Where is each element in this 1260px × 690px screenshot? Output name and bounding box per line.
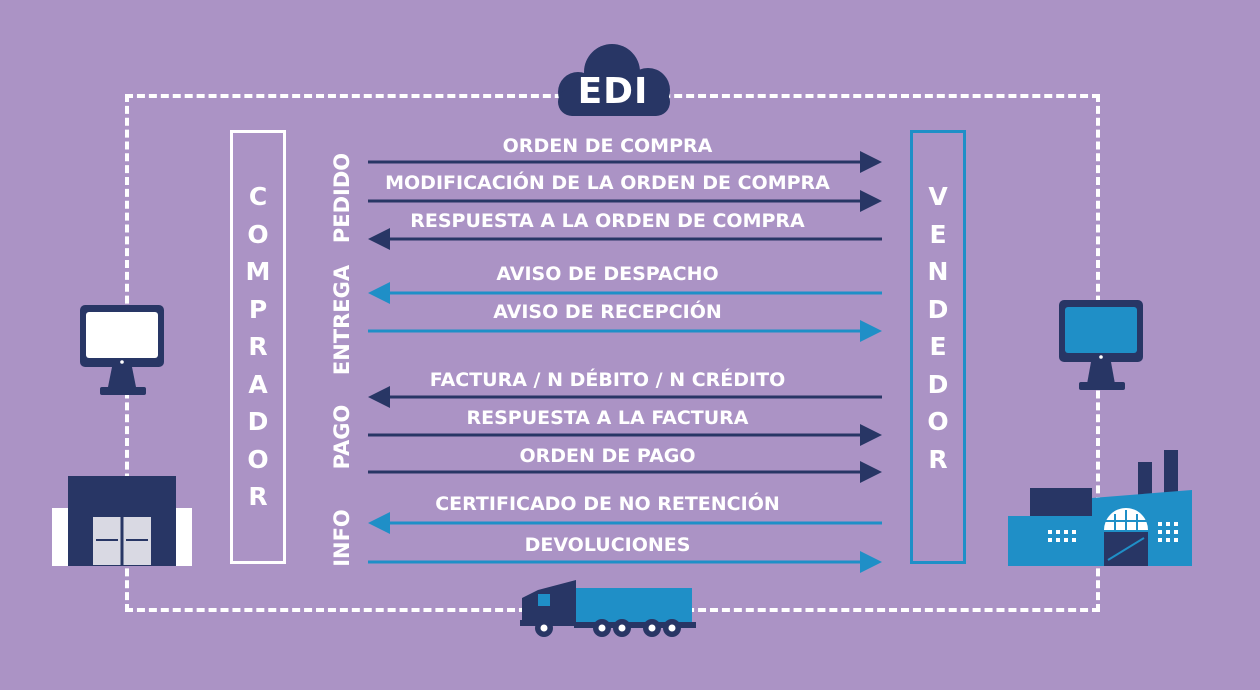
message-label: MODIFICACIÓN DE LA ORDEN DE COMPRA: [385, 172, 830, 194]
message-arrow: [368, 512, 882, 534]
message-label: RESPUESTA A LA ORDEN DE COMPRA: [410, 210, 805, 232]
seller-letter: D: [927, 294, 949, 324]
message-arrow: [368, 190, 882, 212]
message-arrow: [368, 228, 882, 250]
message-arrow-head: [860, 151, 882, 173]
message-arrow-head: [860, 190, 882, 212]
message-arrow: [368, 320, 882, 342]
message-arrow-head: [368, 282, 390, 304]
warehouse-icon: [52, 476, 192, 566]
buyer-letter: C: [248, 182, 268, 211]
message-arrow: [368, 151, 882, 173]
edi-label: EDI: [577, 71, 649, 112]
computer-icon: [1059, 300, 1143, 390]
buyer-letter: R: [248, 482, 268, 511]
message-arrow: [368, 424, 882, 446]
message-arrow: [368, 282, 882, 304]
message-arrow: [368, 461, 882, 483]
message-label: ORDEN DE PAGO: [519, 445, 696, 467]
message-arrow: [368, 551, 882, 573]
buyer-letter: P: [248, 294, 268, 324]
buyer-box: C O M P R A D O R: [230, 130, 286, 564]
buyer-letter: O: [247, 219, 269, 249]
buyer-letter: O: [247, 444, 269, 474]
message-label: AVISO DE DESPACHO: [496, 263, 719, 285]
message-arrow-head: [368, 512, 390, 534]
message-label: AVISO DE RECEPCIÓN: [493, 301, 722, 323]
seller-letter: E: [929, 332, 947, 361]
message-arrow-head: [860, 551, 882, 573]
seller-letter: O: [927, 407, 949, 436]
seller-letter: E: [929, 219, 947, 249]
buyer-letter: R: [248, 332, 268, 361]
message-label: RESPUESTA A LA FACTURA: [466, 407, 749, 429]
message-label: CERTIFICADO DE NO RETENCIÓN: [435, 493, 780, 515]
seller-letter: R: [928, 444, 948, 474]
message-label: DEVOLUCIONES: [524, 534, 691, 556]
message-arrow-head: [860, 461, 882, 483]
message-arrow-head: [860, 424, 882, 446]
message-arrow: [368, 386, 882, 408]
computer-icon: [80, 305, 164, 395]
message-arrow-head: [368, 228, 390, 250]
message-arrow-head: [368, 386, 390, 408]
seller-box: V E N D E D O R: [910, 130, 966, 564]
message-label: FACTURA / N DÉBITO / N CRÉDITO: [429, 369, 786, 391]
message-label: ORDEN DE COMPRA: [502, 135, 713, 157]
buyer-letter: M: [245, 257, 271, 286]
seller-letter: D: [927, 369, 949, 399]
cloud-icon: [558, 44, 670, 116]
seller-letter: V: [928, 182, 948, 211]
truck-icon: [520, 580, 696, 637]
buyer-letter: D: [247, 407, 269, 436]
seller-letter: N: [927, 257, 949, 286]
buyer-letter: A: [248, 369, 268, 399]
message-arrow-head: [860, 320, 882, 342]
factory-icon: [1008, 450, 1192, 566]
